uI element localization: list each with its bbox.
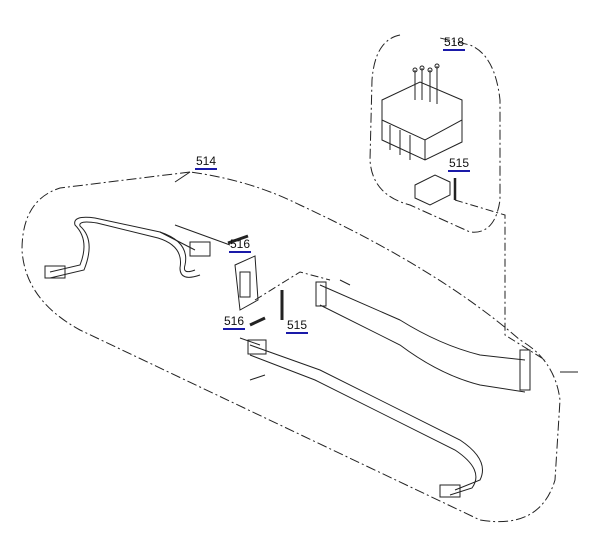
leader-line <box>159 224 578 381</box>
callout-515-top: 515 <box>448 156 471 172</box>
callout-515-bottom: 515 <box>286 318 309 334</box>
leader-line <box>174 171 191 183</box>
connector-515-top <box>414 174 457 206</box>
callout-516-bottom: 516 <box>223 314 246 330</box>
print-head-assembly <box>381 63 463 161</box>
callout-518: 518 <box>443 35 466 51</box>
ribbon-cable-right <box>315 281 531 393</box>
group-518-outline <box>369 34 501 233</box>
ribbon-cable-lower <box>247 339 483 498</box>
relay-board <box>227 234 284 327</box>
leader-line <box>454 199 546 361</box>
callout-516-top: 516 <box>229 237 252 253</box>
callout-514: 514 <box>195 154 218 170</box>
leader-line <box>254 271 331 301</box>
group-514-outline <box>21 171 561 523</box>
ribbon-cable-left <box>44 216 211 279</box>
